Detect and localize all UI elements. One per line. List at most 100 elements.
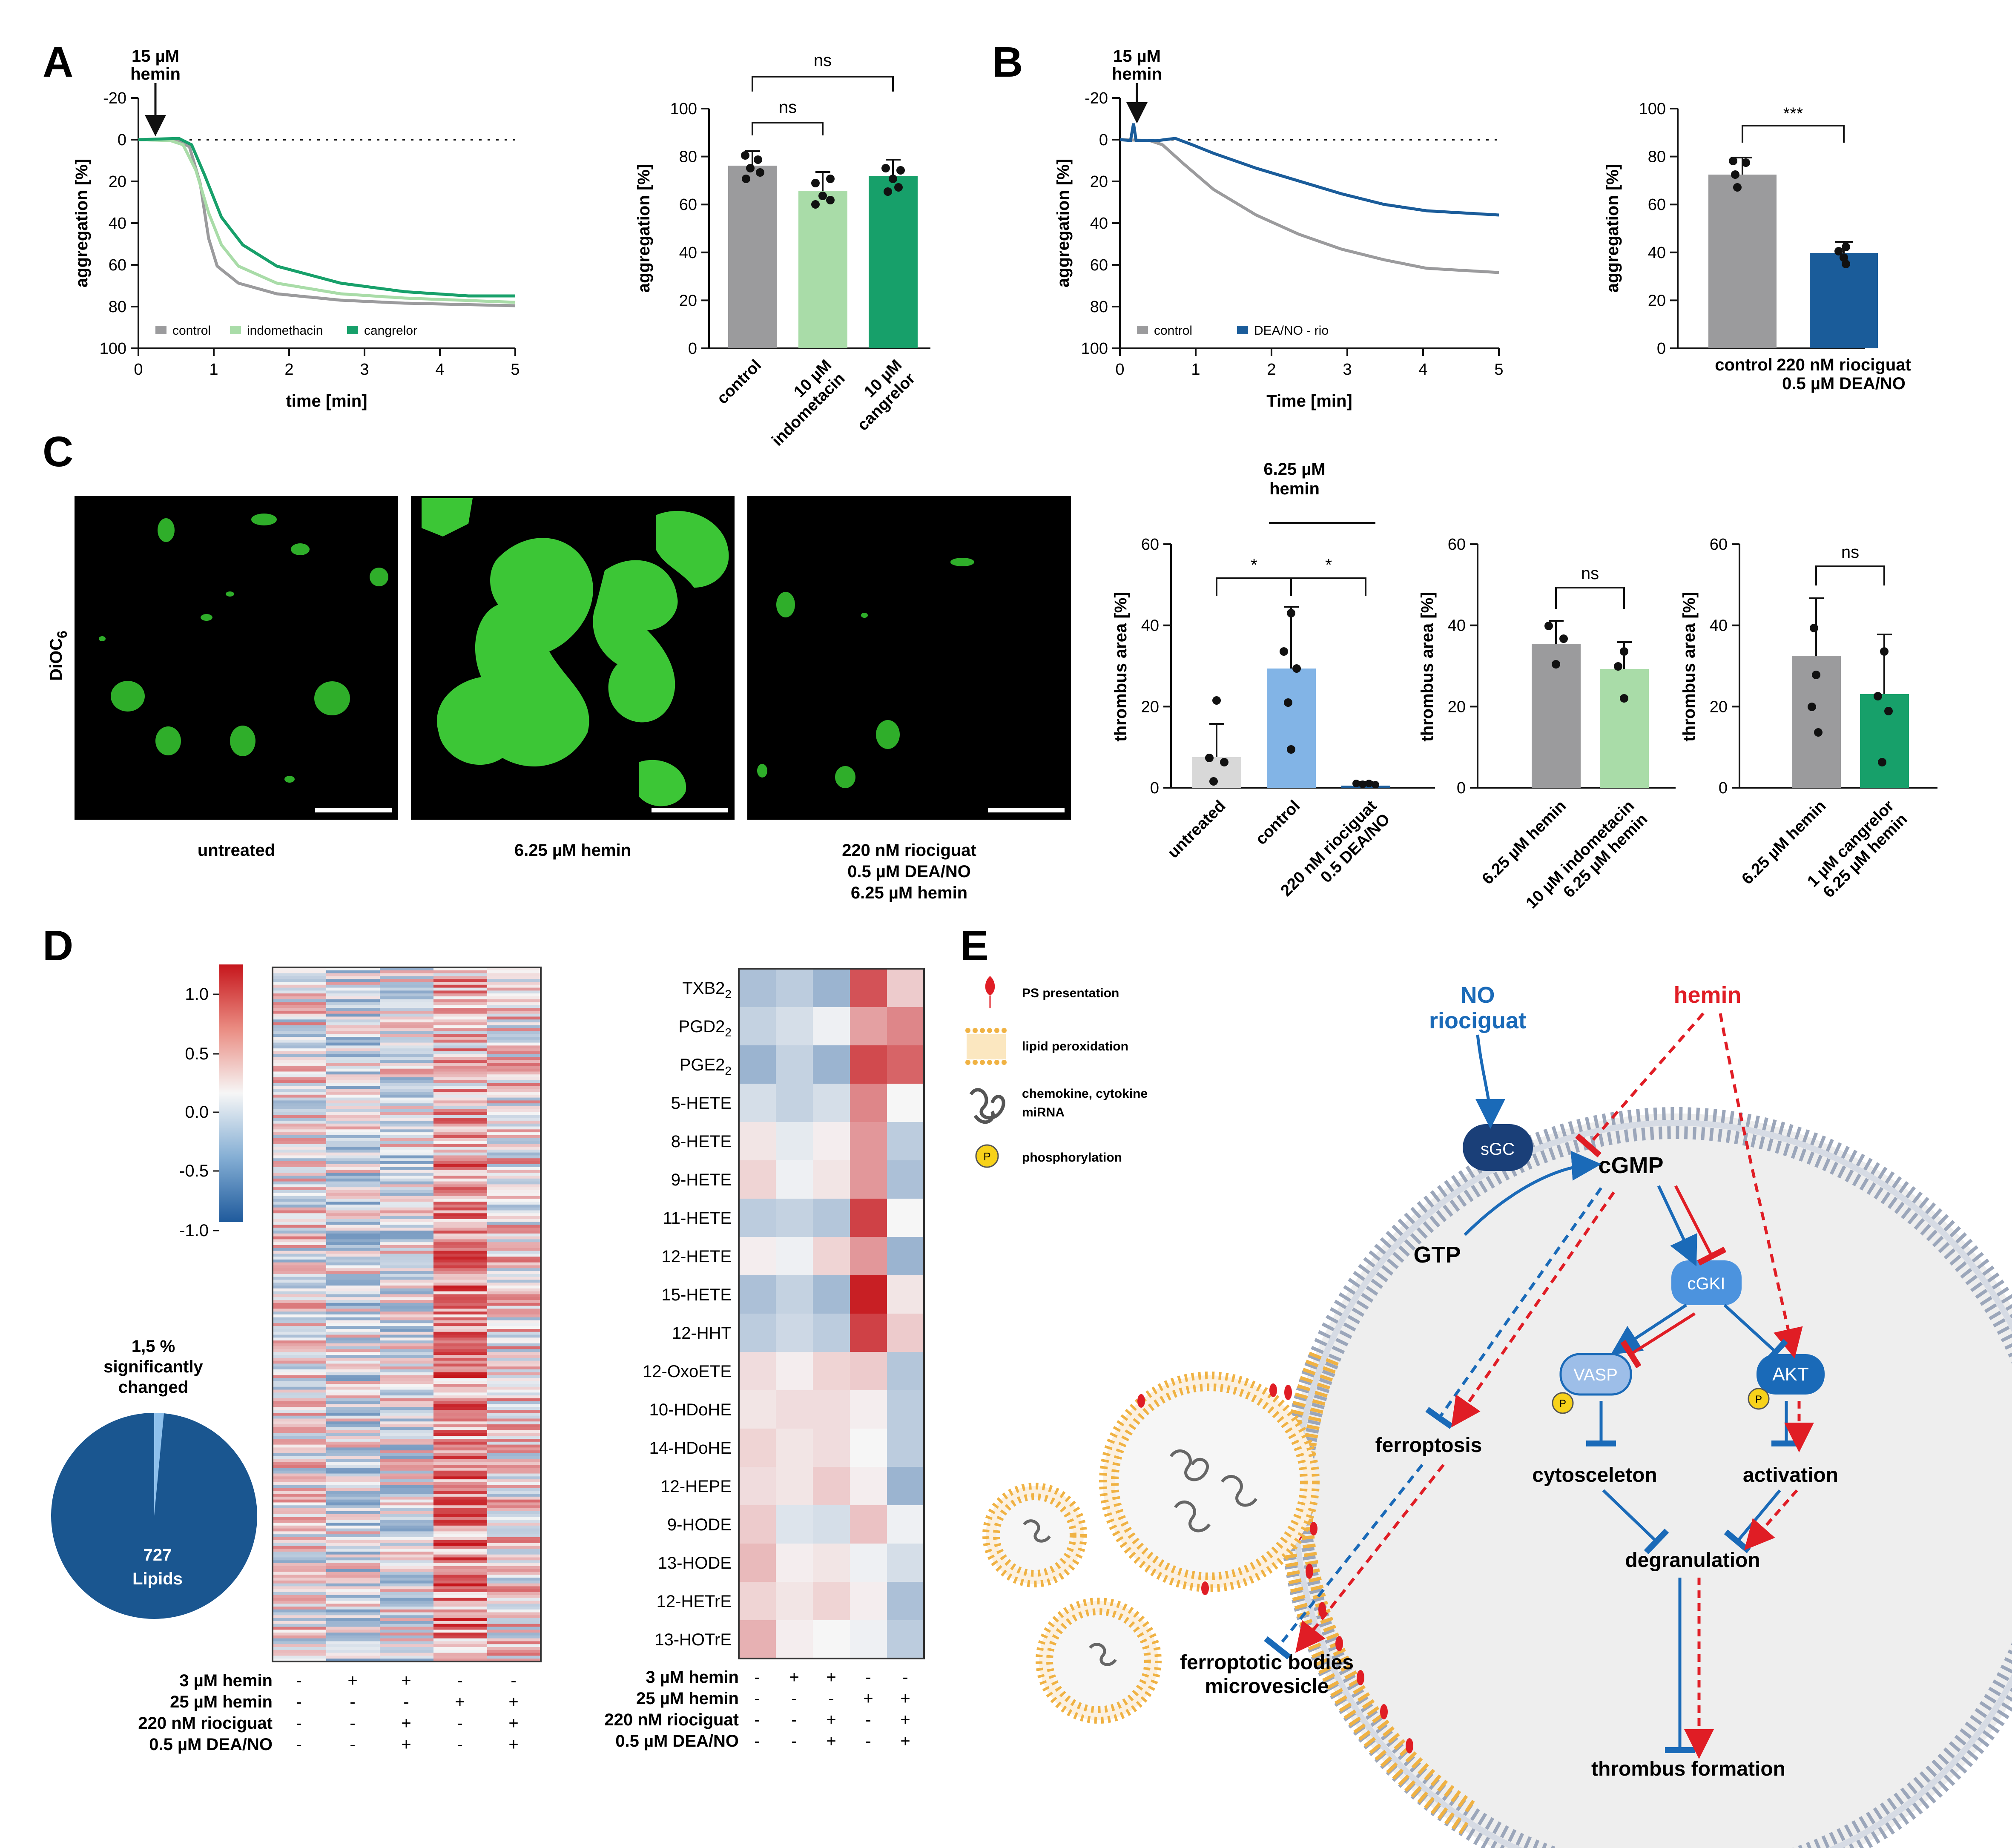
- x-tick-label: 2: [284, 361, 293, 379]
- bar-category-label: control: [1252, 797, 1304, 849]
- y-tick-label: 40: [1090, 215, 1108, 232]
- image-label-untreated: untreated: [198, 841, 275, 860]
- heatmap-cell: [850, 1505, 887, 1544]
- bar-cat-control-b: control: [1715, 356, 1773, 374]
- cgki-label: cGKI: [1688, 1274, 1725, 1293]
- heatmap-cell: [776, 1045, 813, 1084]
- condition-mark: -: [457, 1671, 462, 1690]
- x-tick-label: 4: [435, 361, 444, 379]
- condition-mark: -: [350, 1693, 355, 1711]
- x-tick-label: 5: [511, 361, 520, 379]
- heatmap-cell: [776, 1199, 813, 1237]
- colorbar: 1.00.50.0-0.5-1.0: [179, 964, 243, 1240]
- trace-indomethacin-a: [138, 138, 516, 304]
- heatmap-cell: [776, 1352, 813, 1391]
- trace-control-b: [1119, 138, 1499, 274]
- heatmap-cell: [776, 1429, 813, 1467]
- y-tick-label: 60: [1710, 536, 1728, 554]
- heatmap-cell: [850, 1160, 887, 1199]
- panel-e-legend: PS presentation lipid peroxidation chemo…: [965, 976, 1148, 1168]
- heatmap-cell: [776, 1314, 813, 1352]
- condition-mark: +: [900, 1689, 910, 1708]
- y-tick-label: 40: [679, 244, 697, 262]
- bar-category-label: 10 µMcangrelor: [841, 356, 918, 434]
- condition-mark: +: [789, 1668, 799, 1687]
- heatmap-cell: [850, 969, 887, 1007]
- y-tick-label: 20: [1648, 292, 1666, 310]
- y-tick-label: 20: [109, 173, 126, 191]
- condition-mark: -: [296, 1671, 301, 1690]
- trace-cangrelor-a: [138, 137, 515, 298]
- heatmap-cell: [776, 1275, 813, 1314]
- lipid-label: 10-HDoHE: [649, 1400, 732, 1419]
- bar-category-label: 10 µMindometacin: [755, 356, 848, 450]
- y-tick-label: 40: [109, 215, 126, 232]
- heatmap-cell: [887, 1084, 924, 1122]
- heatmap-cell: [813, 1237, 850, 1276]
- hemin-label-e: hemin: [1673, 982, 1741, 1008]
- error-bars-a: [745, 150, 901, 191]
- colorbar-tick-label: -0.5: [179, 1162, 209, 1180]
- y-tick-label: 80: [679, 148, 697, 166]
- x-tick-label: 2: [1267, 361, 1276, 379]
- heatmap-cell: [813, 1390, 850, 1429]
- heatmap-cell: [813, 1505, 850, 1544]
- bar-control-c: [1267, 669, 1316, 788]
- heatmap-cell: [739, 1007, 776, 1046]
- phospho-vasp-icon: [1552, 1392, 1574, 1414]
- heatmap-cell: [887, 969, 924, 1007]
- x-tick-label: 1: [209, 361, 218, 379]
- gtp-label: GTP: [1413, 1242, 1461, 1268]
- heatmap-cell: [739, 1122, 776, 1161]
- heatmap-cell: [887, 1314, 924, 1352]
- y-axis-label-c3: thrombus area [%]: [1680, 592, 1699, 741]
- legend-label-indomethacin-a: indomethacin: [247, 324, 323, 338]
- condition-mark: -: [296, 1735, 301, 1754]
- condition-label: 0.5 µM DEA/NO: [615, 1732, 739, 1750]
- condition-mark: -: [350, 1714, 355, 1733]
- stain-label: DiOC6: [47, 631, 70, 681]
- heatmap-cell: [813, 1007, 850, 1046]
- y-tick-label: 0: [1657, 340, 1666, 358]
- heatmap-cell: [776, 1237, 813, 1276]
- heatmap-cell: [813, 1467, 850, 1506]
- condition-mark: -: [754, 1689, 760, 1708]
- legend-label-cangrelor-a: cangrelor: [364, 324, 417, 338]
- legend-lipid-peroxidation: lipid peroxidation: [1022, 1039, 1128, 1053]
- condition-mark: -: [350, 1735, 355, 1754]
- condition-mark: +: [826, 1710, 836, 1729]
- activation-label: activation: [1743, 1464, 1838, 1486]
- condition-mark: -: [791, 1732, 797, 1750]
- heatmap-cell: [739, 1160, 776, 1199]
- condition-mark: -: [865, 1668, 871, 1687]
- heatmap-cell: [813, 1084, 850, 1122]
- y-tick-label: 20: [679, 292, 697, 310]
- heatmap-cell: [850, 1390, 887, 1429]
- bar-rio-c: [1341, 786, 1390, 788]
- phospho-symbol-akt: P: [1755, 1394, 1762, 1405]
- heatmap-cell: [776, 1505, 813, 1544]
- lipid-label: 12-OxoETE: [643, 1362, 732, 1381]
- lipid-heatmap-overview: [272, 967, 542, 1662]
- condition-mark: +: [863, 1689, 873, 1708]
- panel-label-c: C: [43, 428, 73, 476]
- panel-label-b: B: [992, 38, 1023, 86]
- heatmap-cell: [887, 1544, 924, 1582]
- y-tick-label: 20: [1448, 698, 1466, 716]
- condition-mark: +: [347, 1671, 357, 1690]
- condition-table-left: 3 µM hemin-++--25 µM hemin---++220 nM ri…: [138, 1671, 518, 1754]
- lipid-label: 8-HETE: [671, 1132, 732, 1151]
- heatmap-cell: [850, 1544, 887, 1582]
- heatmap-cell: [739, 969, 776, 1007]
- sgc-node: [1463, 1124, 1533, 1171]
- condition-mark: +: [401, 1714, 411, 1733]
